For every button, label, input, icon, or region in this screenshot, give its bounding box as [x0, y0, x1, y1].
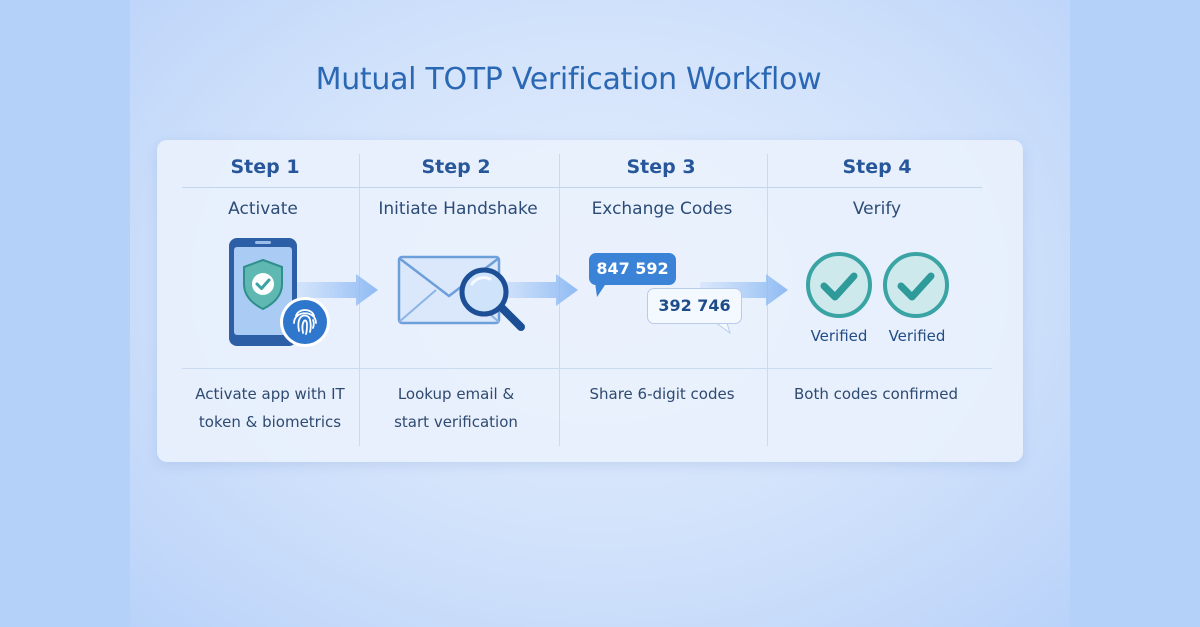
step-1-description: Activate app with IT token & biometrics	[170, 380, 370, 436]
step-4-label: Step 4	[842, 156, 912, 178]
step-2-description: Lookup email & start verification	[356, 380, 556, 436]
description-line: Share 6-digit codes	[589, 385, 735, 403]
description-line: Activate app with IT	[195, 385, 345, 403]
step-4-description: Both codes confirmed	[776, 380, 976, 408]
step-3-description: Share 6-digit codes	[562, 380, 762, 408]
step-4-name: Verify	[852, 199, 902, 219]
step-2-name: Initiate Handshake	[378, 199, 538, 219]
check-circle-icon	[806, 252, 872, 318]
flow-arrow-icon	[490, 274, 578, 306]
code-bubble-2: 392 746	[647, 288, 742, 324]
description-line: Both codes confirmed	[793, 385, 959, 403]
envelope-magnifier-icon	[397, 255, 525, 331]
step-1-label: Step 1	[230, 156, 300, 178]
page-title: Mutual TOTP Verification Workflow	[315, 62, 822, 97]
verified-label: Verified	[810, 327, 868, 345]
chat-bubble-tail-icon	[595, 282, 607, 297]
smartphone-shield-fingerprint-icon	[229, 238, 330, 347]
code-bubble-1: 847 592	[589, 253, 676, 285]
step-3-label: Step 3	[626, 156, 696, 178]
description-line: Lookup email &	[397, 385, 515, 403]
header-divider	[182, 187, 982, 188]
description-line: start verification	[394, 413, 518, 431]
description-divider	[182, 368, 992, 369]
verified-label: Verified	[888, 327, 946, 345]
step-2-label: Step 2	[421, 156, 491, 178]
check-circle-icon	[883, 252, 949, 318]
step-3-name: Exchange Codes	[591, 199, 733, 219]
step-1-name: Activate	[228, 199, 298, 219]
description-line: token & biometrics	[198, 413, 342, 431]
